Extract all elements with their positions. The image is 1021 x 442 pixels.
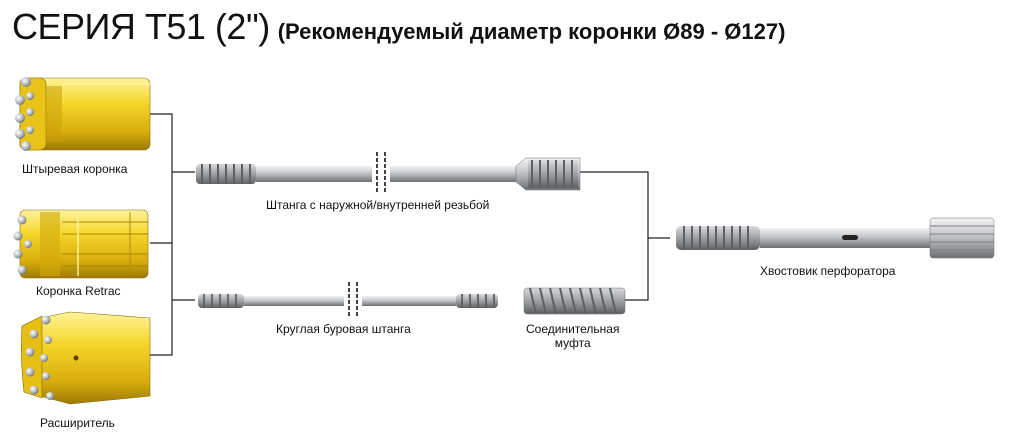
series-title: СЕРИЯ T51 (2") — [12, 6, 270, 47]
label-round-drill-rod: Круглая буровая штанга — [276, 322, 411, 336]
retrac-bit-image — [13, 209, 149, 279]
connector-mf-rod-to-shank — [580, 171, 670, 239]
label-coupling-line1: Соединительная — [526, 322, 620, 336]
round-drill-rod-image — [198, 280, 498, 320]
label-coupling-line2: муфта — [554, 336, 591, 350]
connector-coupling-to-shank — [625, 238, 649, 301]
shank-adapter-image — [676, 217, 995, 259]
button-bit-image — [15, 77, 151, 151]
label-coupling-sleeve: Соединительная муфта — [526, 322, 619, 350]
label-shank-adapter: Хвостовик перфоратора — [760, 264, 896, 278]
connector-lines — [150, 113, 670, 356]
male-female-rod-image — [196, 150, 581, 196]
label-male-female-rod: Штанга с наружной/внутренней резьбой — [266, 198, 490, 212]
page-title: СЕРИЯ T51 (2") (Рекомендуемый диаметр кор… — [12, 6, 785, 48]
label-reamer: Расширитель — [40, 416, 115, 430]
reamer-image — [21, 311, 151, 405]
label-button-bit: Штыревая коронка — [22, 162, 128, 176]
label-retrac-bit: Коронка Retrac — [36, 284, 121, 298]
coupling-sleeve-image — [523, 287, 626, 315]
recommended-diameter-note: (Рекомендуемый диаметр коронки Ø89 - Ø12… — [277, 19, 786, 44]
connector-button-bit — [150, 113, 173, 356]
